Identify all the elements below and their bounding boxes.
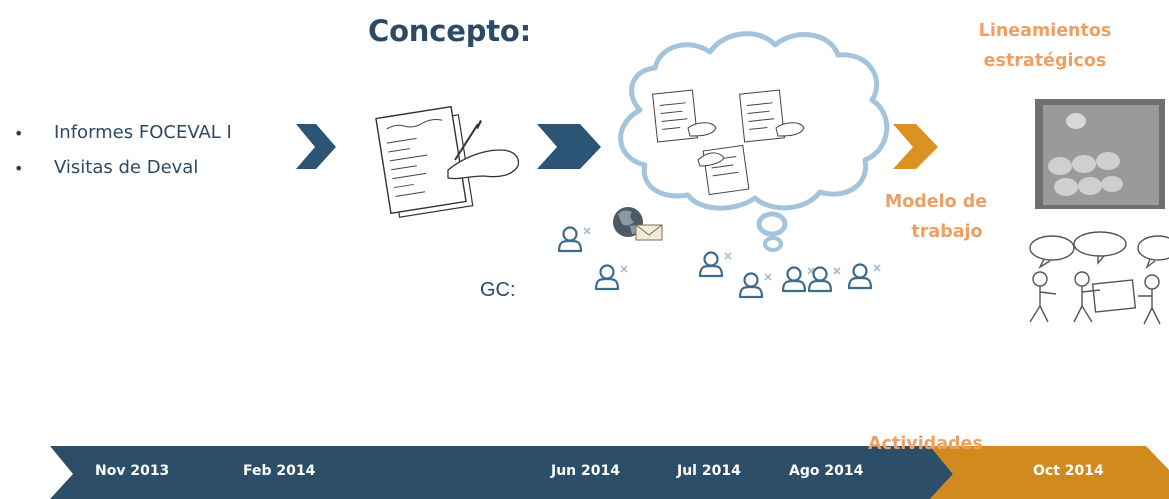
work-model-line1: Modelo de [884, 192, 988, 212]
person-icon [594, 264, 629, 291]
person-icon [847, 263, 882, 290]
activities-label: Actividades [868, 434, 983, 454]
timeline-bar-orange [930, 446, 1169, 499]
bullet-text: Visitas de Deval [54, 157, 199, 178]
work-model-label: Modelo de trabajo [866, 187, 1006, 247]
person-icon [698, 251, 733, 278]
globe-mail-icon [613, 207, 663, 241]
bullet-dot-icon: • [14, 124, 24, 143]
bullet-text: Informes FOCEVAL I [54, 122, 232, 143]
input-sources-list: • Informes FOCEVAL I • Visitas de Deval [14, 122, 232, 192]
bullet-dot-icon: • [14, 159, 24, 178]
timeline-final-date-label: Oct 2014 [1033, 463, 1104, 479]
bullet-item: • Informes FOCEVAL I [14, 122, 232, 157]
strategic-guidelines-label: Lineamientos estratégicos [960, 16, 1130, 76]
concept-title: Concepto: [368, 14, 532, 48]
timeline-date-label: Jun 2014 [551, 463, 620, 479]
chevron-arrow-orange [893, 124, 938, 169]
timeline-date-label: Jul 2014 [677, 463, 741, 479]
timeline-date-label: Feb 2014 [243, 463, 316, 479]
timeline-bar-blue [50, 446, 953, 499]
person-icon [557, 226, 592, 253]
work-model-line2: trabajo [911, 222, 983, 242]
thought-cloud [618, 31, 890, 252]
bullet-item: • Visitas de Deval [14, 157, 232, 192]
chevron-arrow-2 [537, 124, 601, 169]
concept-document-sketch [375, 105, 520, 218]
timeline-date-label: Ago 2014 [789, 463, 864, 479]
person-icon [738, 272, 773, 299]
gc-label: GC: [480, 279, 516, 301]
timeline-date-label: Nov 2013 [95, 463, 170, 479]
person-icon [807, 266, 842, 293]
work-model-sketch [1029, 231, 1169, 325]
strategic-guidelines-line2: estratégicos [983, 51, 1107, 71]
chevron-arrow-1 [296, 124, 336, 169]
strategic-guidelines-image [1035, 99, 1165, 209]
strategic-guidelines-line1: Lineamientos [978, 21, 1112, 41]
